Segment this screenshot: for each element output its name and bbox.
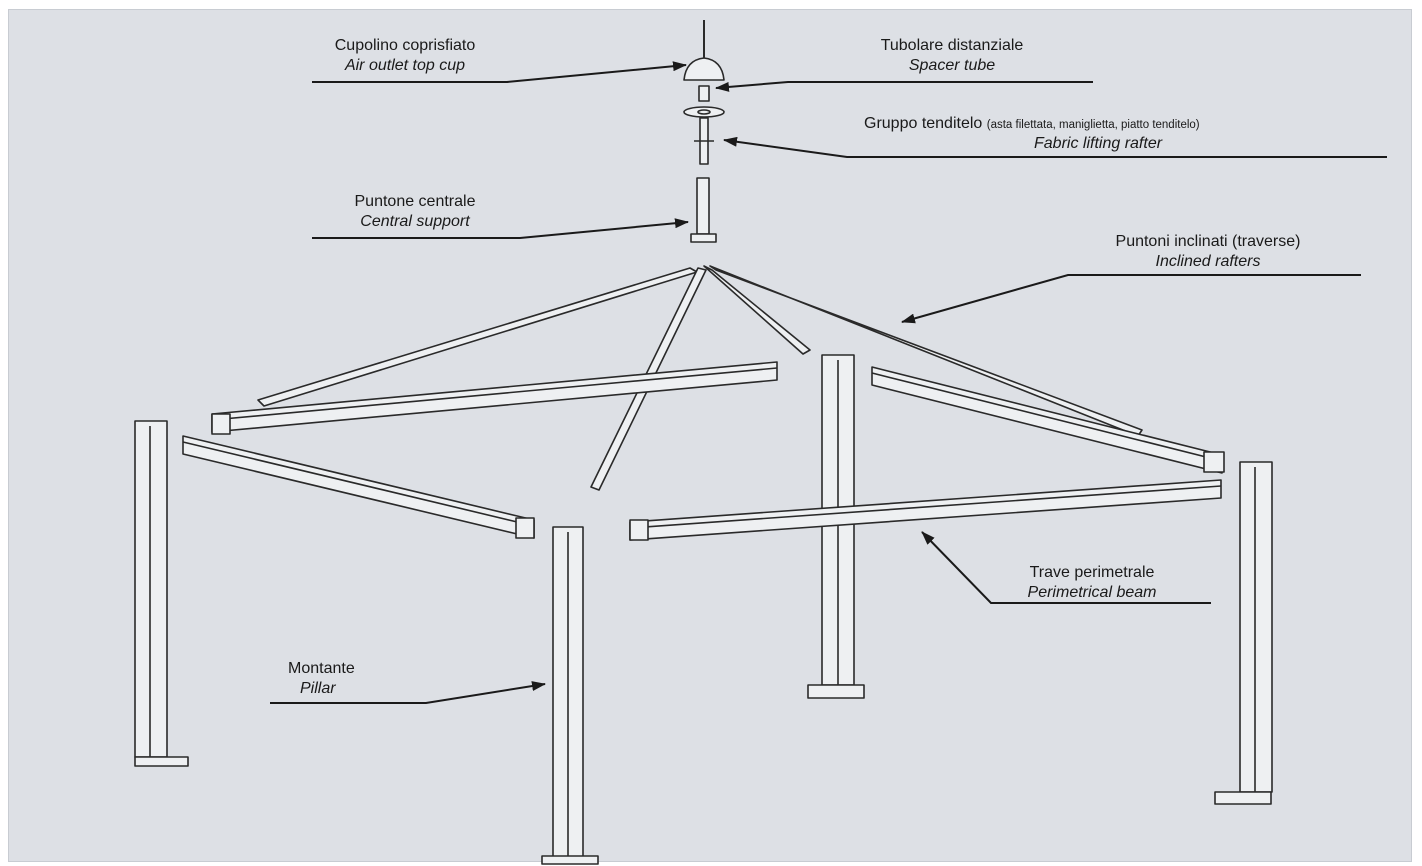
label-beam-it: Trave perimetrale: [1029, 564, 1155, 581]
label-top-cup: Cupolino coprisfiato Air outlet top cup: [296, 36, 514, 76]
top-cup-part: [683, 20, 725, 81]
leader-rafters: [901, 274, 1361, 324]
perimetrical-beam-back: [211, 361, 1225, 474]
leader-top-cup: [312, 61, 687, 83]
leader-central: [312, 218, 689, 239]
label-lifting-en: Fabric lifting rafter: [1034, 135, 1163, 152]
label-beam-en: Perimetrical beam: [1027, 584, 1157, 601]
label-spacer-en: Spacer tube: [908, 57, 996, 74]
label-central-it: Puntone centrale: [354, 193, 476, 210]
leader-spacer: [715, 81, 1093, 92]
label-lifting-note: (asta filettata, maniglietta, piatto ten…: [986, 119, 1200, 131]
pillar-left: [134, 420, 189, 767]
label-rafters-it: Puntoni inclinati (traverse): [1115, 233, 1301, 250]
spacer-tube-part: [698, 85, 710, 102]
leader-beam: [921, 531, 1211, 604]
label-beam: Trave perimetrale Perimetrical beam: [992, 563, 1192, 603]
perimetrical-beam-left: [182, 435, 535, 539]
leader-pillar: [270, 681, 546, 704]
label-top-cup-it: Cupolino coprisfiato: [334, 37, 476, 54]
label-spacer-it: Tubolare distanziale: [880, 37, 1024, 54]
fabric-lifting-part: [683, 106, 725, 165]
label-rafters: Puntoni inclinati (traverse) Inclined ra…: [1068, 232, 1348, 272]
leader-lifting: [723, 136, 1387, 158]
label-pillar-it: Montante: [288, 660, 355, 677]
label-lifting-en-wrap: Fabric lifting rafter: [1034, 134, 1162, 154]
pillar-front: [541, 526, 599, 865]
perimetrical-beam-front: [629, 479, 1222, 541]
label-central-en: Central support: [360, 213, 470, 230]
label-pillar: Montante Pillar: [288, 659, 355, 699]
label-top-cup-en: Air outlet top cup: [344, 57, 466, 74]
central-support-part: [690, 177, 717, 243]
diagram-panel: [8, 9, 1412, 862]
label-rafters-en: Inclined rafters: [1155, 253, 1261, 270]
label-spacer: Tubolare distanziale Spacer tube: [852, 36, 1052, 76]
label-lifting: Gruppo tenditelo (asta filettata, manigl…: [864, 114, 1200, 135]
label-lifting-it: Gruppo tenditelo: [864, 115, 983, 132]
pillar-right: [1214, 461, 1273, 805]
label-central: Puntone centrale Central support: [315, 192, 515, 232]
label-pillar-en: Pillar: [300, 680, 336, 697]
